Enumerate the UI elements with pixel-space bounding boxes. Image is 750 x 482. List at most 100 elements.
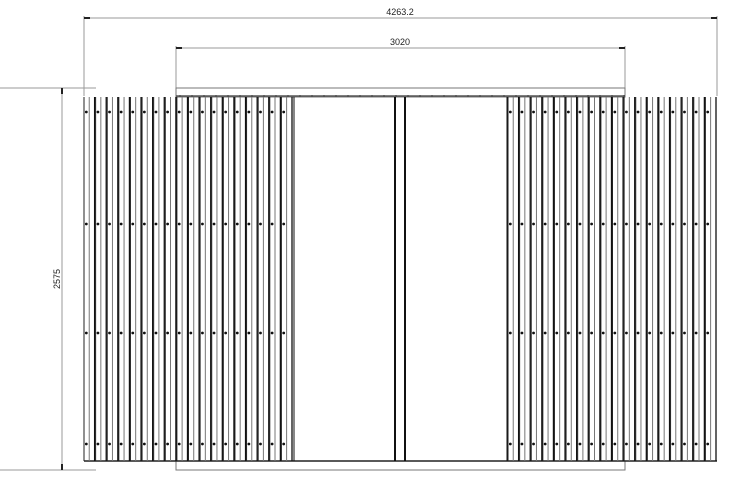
dimension-height [0,87,96,471]
hinge-pin-dot [543,222,547,226]
hinge-pin-dot [84,110,88,114]
hinge-pin-dot [119,222,123,226]
hinge-pin-dot [224,442,228,446]
hinge-pin-dot [566,110,570,114]
hinge-pin-dot [659,331,663,335]
hinge-pin-dot [636,442,640,446]
door-panel [106,97,119,461]
hinge-pin-dot [508,222,512,226]
hinge-pin-dot [96,110,100,114]
hinge-pin-dot [224,110,228,114]
hinge-pin-dot [543,442,547,446]
hinge-pin-dot [532,331,535,335]
hinge-pin-dot [625,110,628,114]
hinge-pin-dot [555,331,559,335]
hinge-pin-dot [520,110,524,114]
bottom-track [84,460,717,471]
hinge-pin-dot [84,331,88,335]
hinge-pin-dot [259,331,262,335]
door-panel [670,97,682,461]
hinge-pin-dot [613,222,617,226]
hinge-pin-dot [578,331,582,335]
hinge-pin-dot [282,442,286,446]
hinge-pin-dot [212,110,216,114]
hinge-pin-dot [694,442,698,446]
hinge-pin-dot [259,442,262,446]
hinge-pin-dot [224,222,228,226]
hinge-pin-dot [625,331,628,335]
hinge-pin-dot [154,442,158,446]
hinge-pin-dot [648,442,652,446]
center-divider [293,97,508,461]
hinge-pin-dot [636,331,640,335]
hinge-pin-dot [131,442,135,446]
dimension-overall-width [83,16,718,96]
hinge-pin-dot [601,222,605,226]
door-panel [704,97,717,461]
door-panel [83,97,96,461]
hinge-pin-dot [154,331,158,335]
door-panel [681,97,694,461]
hinge-pin-dot [177,222,181,226]
hinge-pin-dot [683,110,686,114]
hinge-pin-dot [224,331,228,335]
hinge-pin-dot [131,222,135,226]
hinge-pin-dot [247,442,251,446]
hinge-pin-dot [131,110,135,114]
door-panel [507,97,520,461]
hinge-pin-dot [84,222,88,226]
hinge-pin-dot [636,110,640,114]
hinge-pin-dot [131,331,135,335]
hinge-pin-dot [543,331,547,335]
hinge-pin-dot [282,222,286,226]
hinge-pin-dot [166,442,170,446]
hinge-pin-dot [555,442,559,446]
door-panel [118,97,131,461]
hinge-pin-dot [659,442,663,446]
hinge-pin-dot [154,222,158,226]
door-panel [257,97,270,461]
door-panel [153,97,165,461]
hinge-pin-dot [270,222,274,226]
door-panel [141,97,154,461]
hinge-pin-dot [706,331,710,335]
door-panel [95,97,107,461]
hinge-pin-dot [108,222,111,226]
hinge-pin-dot [613,110,617,114]
hinge-pin-dot [96,222,100,226]
hinge-pin-dot [520,442,524,446]
door-panel [693,97,706,461]
hinge-pin-dot [270,110,274,114]
hinge-pin-dot [671,442,675,446]
door-panel [577,97,589,461]
hinge-pin-dot [282,110,286,114]
hinge-pin-dot [189,442,193,446]
hinge-pin-dot [235,331,239,335]
hinge-pin-dot [166,222,170,226]
door-panel [623,97,636,461]
hinge-pin-dot [671,331,675,335]
door-panel [553,97,566,461]
hinge-pin-dot [613,331,617,335]
hinge-pin-dot [142,222,146,226]
height-label: 2575 [52,269,62,289]
hinge-pin-dot [648,222,652,226]
hinge-pin-dot [683,442,686,446]
hinge-pin-dot [694,331,698,335]
hinge-pin-dot [659,110,663,114]
door-panel [588,97,601,461]
hinge-pin-dot [177,331,181,335]
hinge-pin-dot [555,110,559,114]
hinge-pin-dot [648,110,652,114]
hinge-pin-dot [532,110,535,114]
hinge-pin-dot [270,442,274,446]
hinge-pin-dot [566,331,570,335]
door-panel [565,97,578,461]
hinge-pin-dot [119,110,123,114]
hinge-pin-dot [108,110,111,114]
hinge-pin-dot [166,331,170,335]
door-panel [612,97,624,461]
hinge-pin-dot [154,110,158,114]
hinge-pin-dot [119,331,123,335]
hinge-pin-dot [578,110,582,114]
